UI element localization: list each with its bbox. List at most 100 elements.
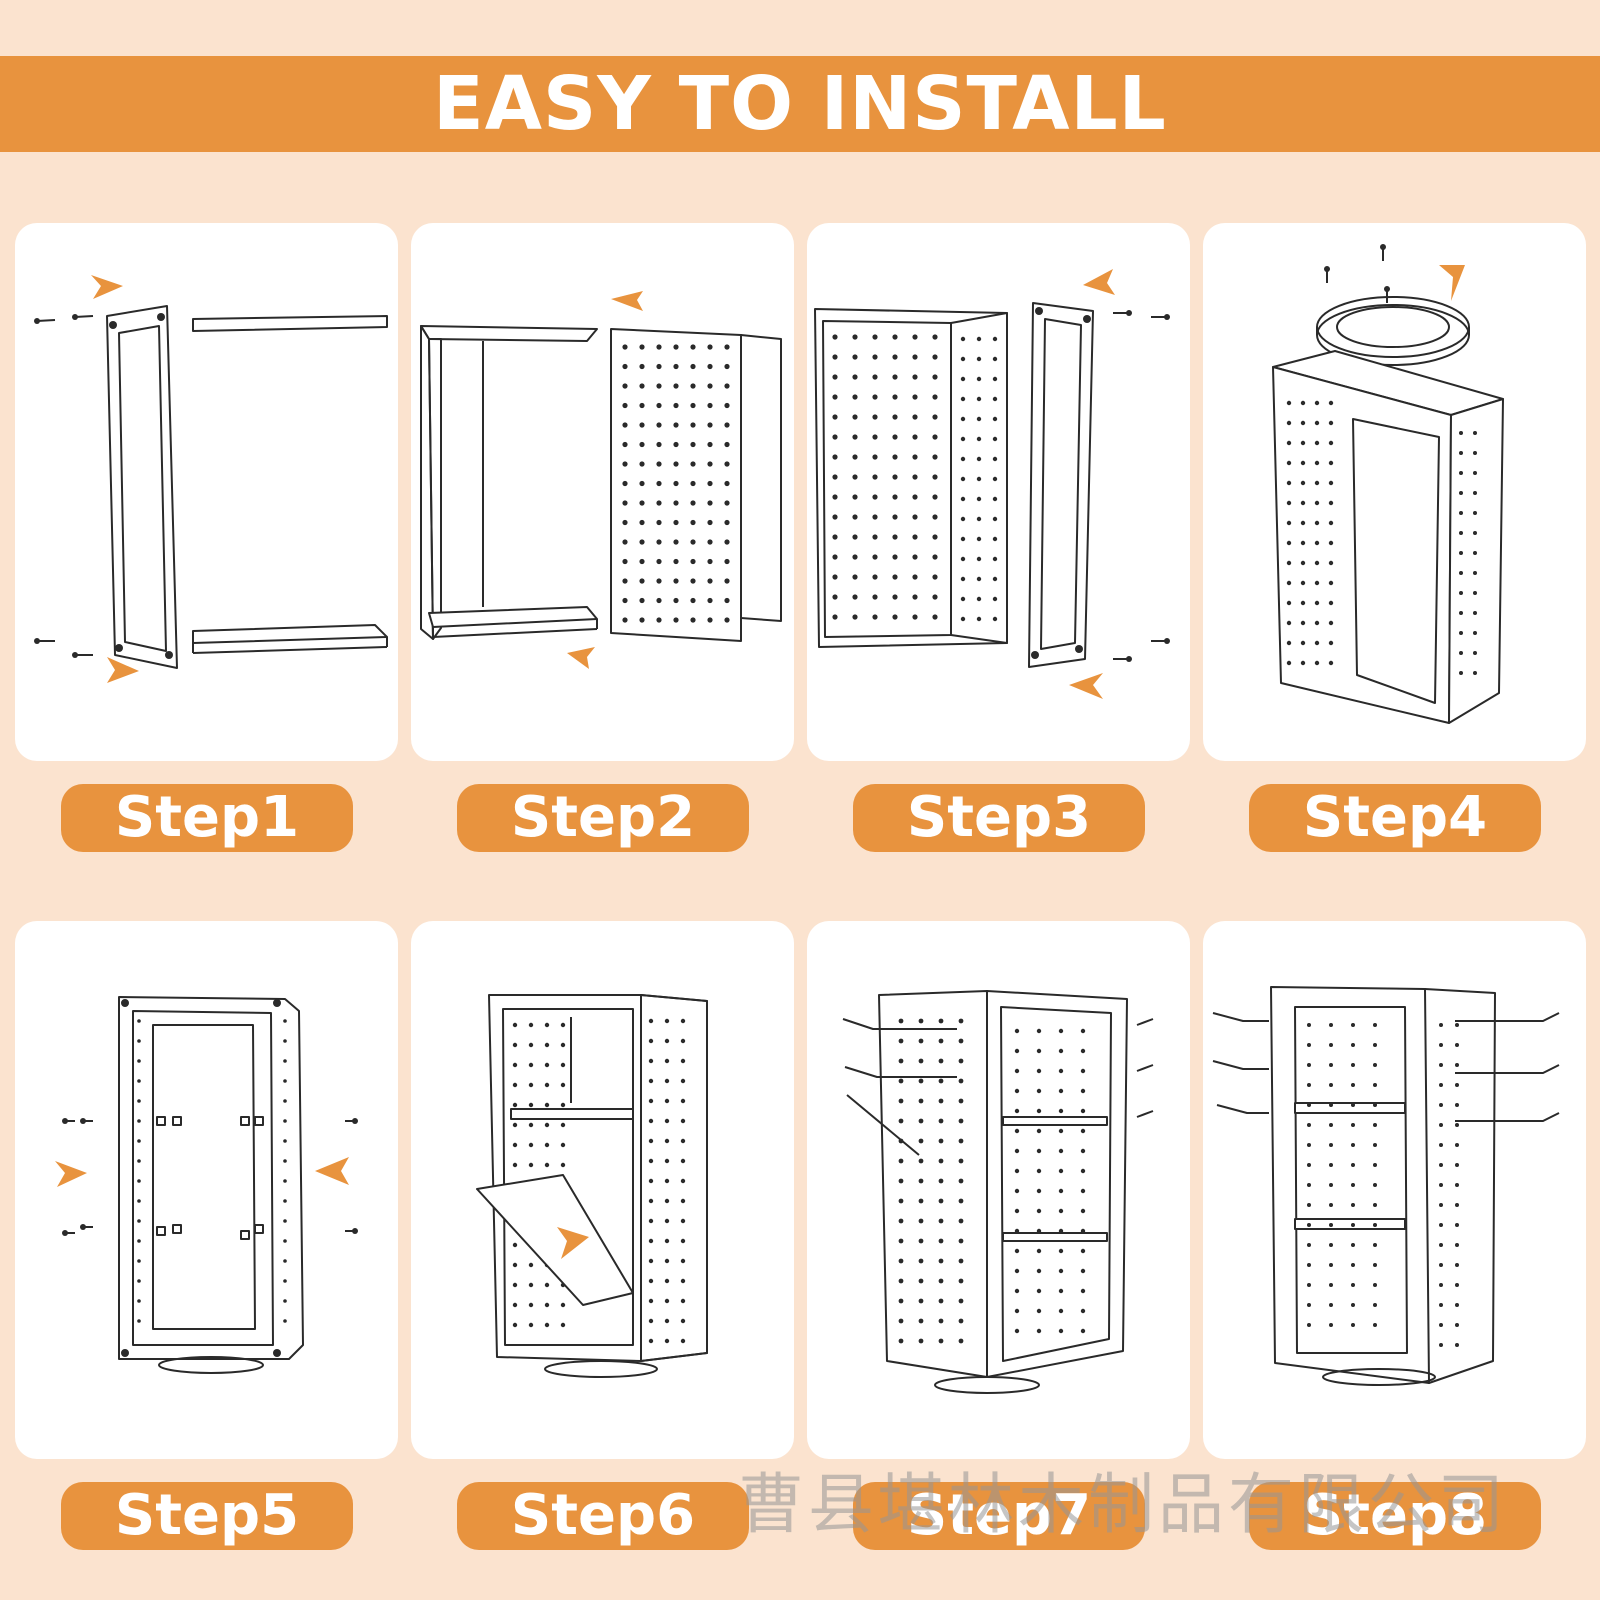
peg-hole [1307, 1123, 1311, 1127]
peg-hole [932, 354, 938, 360]
peg-hole [958, 1258, 964, 1264]
peg-hole [1328, 560, 1334, 566]
step-label: Step6 [510, 1483, 696, 1548]
peg-hole [1080, 1088, 1086, 1094]
peg-hole [852, 554, 858, 560]
peg-hole [1307, 1323, 1311, 1327]
peg-hole [656, 539, 662, 545]
peg-hole [1307, 1223, 1311, 1227]
peg-hole [938, 1018, 944, 1024]
peg-hole [932, 534, 938, 540]
peg-hole [639, 480, 645, 487]
peg-hole [283, 1199, 287, 1203]
peg-hole [648, 1138, 654, 1144]
orange-arrow-icon [91, 275, 123, 299]
peg-hole [1351, 1143, 1355, 1147]
peg-hole [560, 1322, 566, 1328]
peg-hole [938, 1338, 944, 1344]
peg-hole [976, 436, 982, 442]
peg-hole [1455, 1183, 1459, 1187]
peg-hole [673, 519, 679, 526]
peg-hole [918, 1078, 924, 1084]
peg-hole [1439, 1023, 1443, 1027]
peg-hole [1058, 1148, 1064, 1154]
peg-hole [1080, 1308, 1086, 1314]
peg-hole [1473, 531, 1477, 535]
peg-hole [1286, 420, 1292, 426]
peg-hole [852, 414, 858, 420]
peg-hole [958, 1278, 964, 1284]
peg-hole [960, 336, 966, 342]
peg-hole [832, 594, 838, 600]
screw-icon [62, 1230, 75, 1236]
peg-hole [958, 1238, 964, 1244]
peg-hole [938, 1138, 944, 1144]
peg-hole [1439, 1223, 1443, 1227]
peg-hole [1329, 1163, 1333, 1167]
peg-hole [724, 383, 730, 389]
peg-hole [622, 558, 628, 565]
peg-hole [960, 356, 966, 362]
peg-hole [544, 1022, 550, 1028]
peg-hole [664, 1258, 670, 1264]
peg-hole [852, 374, 858, 380]
peg-hole [1439, 1163, 1443, 1167]
peg-hole [918, 1018, 924, 1024]
peg-hole [1307, 1303, 1311, 1307]
peg-hole [1373, 1223, 1377, 1227]
peg-hole [912, 494, 918, 500]
peg-hole [1373, 1303, 1377, 1307]
peg-hole [707, 402, 713, 409]
peg-hole [872, 354, 878, 360]
peg-hole [512, 1242, 518, 1248]
step1-illustration [15, 223, 398, 761]
peg-hole [1328, 500, 1334, 506]
peg-hole [832, 514, 838, 520]
peg-hole [1351, 1083, 1355, 1087]
peg-hole [1455, 1223, 1459, 1227]
peg-hole [680, 1198, 686, 1204]
peg-hole [724, 617, 730, 623]
peg-hole [707, 480, 713, 487]
peg-hole [137, 1119, 141, 1123]
peg-hole [1328, 400, 1334, 406]
peg-hole [852, 334, 858, 340]
peg-hole [1036, 1088, 1042, 1094]
peg-hole [912, 614, 918, 620]
peg-hole [992, 536, 998, 542]
peg-hole [1329, 1043, 1333, 1047]
peg-hole [648, 1338, 654, 1344]
peg-hole [1473, 631, 1477, 635]
peg-hole [912, 434, 918, 440]
peg-hole [912, 414, 918, 420]
peg-hole [648, 1318, 654, 1324]
peg-hole [960, 576, 966, 582]
peg-hole [1455, 1303, 1459, 1307]
peg-hole [137, 1039, 141, 1043]
peg-hole [932, 434, 938, 440]
peg-hole [852, 474, 858, 480]
peg-hole [1328, 420, 1334, 426]
peg-hole [1455, 1243, 1459, 1247]
peg-hole [283, 1279, 287, 1283]
peg-hole [1286, 400, 1292, 406]
peg-hole [1455, 1083, 1459, 1087]
peg-hole [1314, 660, 1320, 666]
peg-hole [1058, 1088, 1064, 1094]
peg-hole [639, 422, 645, 428]
peg-hole [1058, 1068, 1064, 1074]
peg-hole [918, 1238, 924, 1244]
peg-hole [976, 616, 982, 622]
peg-hole [673, 344, 679, 350]
peg-hole [283, 1019, 287, 1023]
peg-hole [724, 539, 730, 545]
peg-hole [1329, 1323, 1333, 1327]
peg-hole [560, 1102, 566, 1108]
peg-hole [872, 414, 878, 420]
peg-hole [1473, 431, 1477, 435]
orange-arrow-icon [1083, 269, 1115, 295]
peg-hole [832, 474, 838, 480]
peg-hole [673, 461, 679, 467]
orange-arrow-icon [55, 1161, 87, 1187]
peg-hole [918, 1098, 924, 1104]
